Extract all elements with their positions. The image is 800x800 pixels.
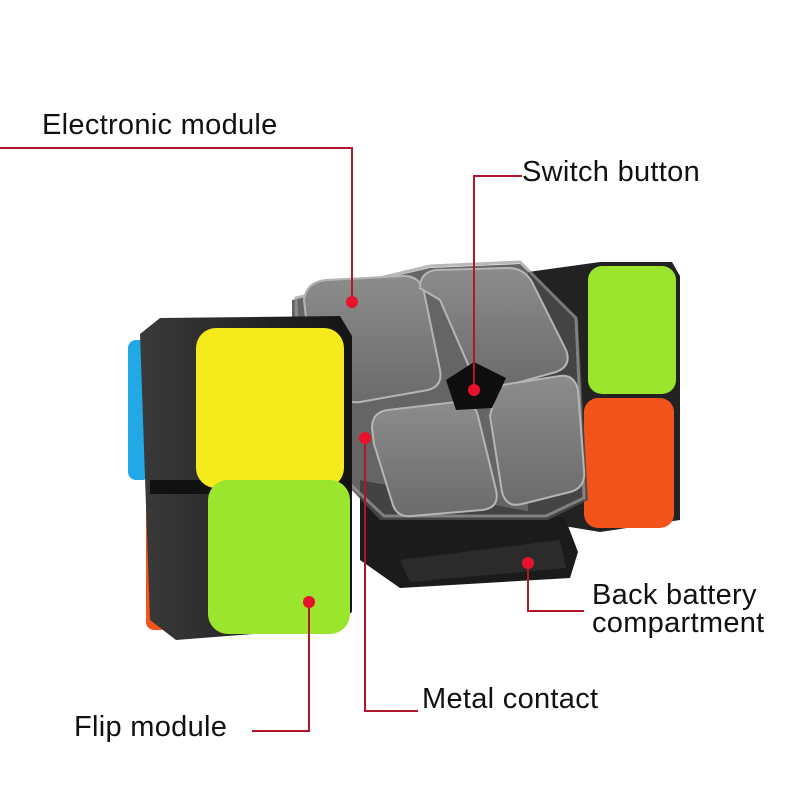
callout-line-back-battery	[527, 563, 584, 612]
callout-line-metal-contact	[364, 438, 418, 712]
right-orange-tile	[584, 398, 674, 528]
callout-line-electronic-module	[0, 147, 353, 302]
label-back-battery-line2: compartment	[592, 607, 765, 639]
callout-dot-icon	[303, 596, 315, 608]
callout-dot-icon	[468, 384, 480, 396]
label-metal-contact: Metal contact	[422, 683, 599, 715]
left-lime-tile	[208, 480, 350, 634]
callout-dot-icon	[346, 296, 358, 308]
label-back-battery-compartment: Back battery compartment	[592, 579, 765, 639]
flip-module	[128, 316, 352, 640]
callout-dots	[303, 296, 534, 608]
label-flip-module: Flip module	[74, 711, 228, 743]
right-lime-tile	[588, 266, 676, 394]
callout-line-switch-button	[473, 175, 522, 390]
callout-dot-icon	[522, 557, 534, 569]
callout-lines	[0, 147, 584, 732]
label-back-battery-line1: Back battery	[592, 579, 757, 611]
left-yellow-tile	[196, 328, 344, 488]
label-electronic-module: Electronic module	[42, 109, 278, 141]
grey-pad-bottom-left	[370, 400, 498, 518]
callout-line-flip-module	[252, 602, 310, 732]
label-switch-button: Switch button	[522, 156, 700, 188]
grey-pad-bottom-right	[488, 374, 586, 506]
callout-dot-icon	[359, 432, 371, 444]
